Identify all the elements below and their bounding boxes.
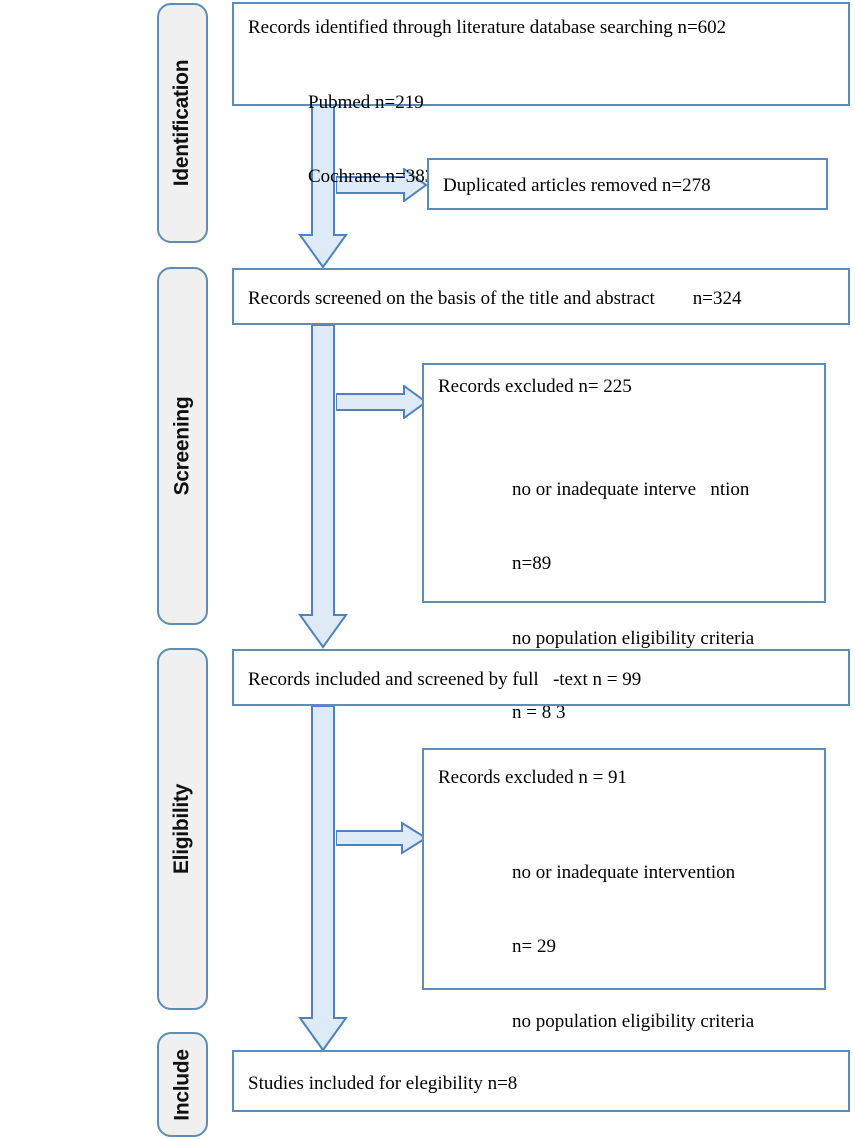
box-studies-included: Studies included for elegibility n=8 — [232, 1050, 850, 1112]
arrow-to-excluded-screening — [336, 385, 428, 419]
stage-label-include: Include — [157, 1032, 208, 1137]
arrow-fulltext-to-included — [298, 706, 348, 1052]
box-fulltext-screened: Records included and screened by full -t… — [232, 649, 850, 706]
box-excluded-screening-title: Records excluded n= 225 — [438, 376, 632, 397]
box-excluded-screening-line-2: n=89 — [512, 553, 552, 575]
box-studies-included-title: Studies included for elegibility n=8 — [248, 1073, 518, 1094]
box-duplicates-removed-title: Duplicated articles removed n=278 — [443, 175, 711, 196]
box-fulltext-screened-title: Records included and screened by full -t… — [248, 669, 642, 690]
box-excluded-eligibility-line-2: n= 29 — [512, 936, 556, 958]
arrow-to-duplicates-removed — [336, 168, 428, 202]
stage-label-screening-text: Screening — [170, 396, 194, 496]
box-records-identified: Records identified through literature da… — [232, 2, 850, 187]
box-duplicates-removed: Duplicated articles removed n=278 — [427, 158, 828, 210]
box-excluded-eligibility-title: Records excluded n = 91 — [438, 767, 628, 788]
stage-label-eligibility-text: Eligibility — [170, 783, 194, 875]
box-excluded-eligibility: Records excluded n = 91 no or inadequate… — [422, 748, 826, 1106]
box-records-screened-title: Records screened on the basis of the tit… — [248, 288, 742, 309]
box-records-identified-lines: Pubmed n=219 Cochrane n=383 — [308, 42, 434, 240]
box-records-identified-line-cochrane: Cochrane n=383 — [308, 166, 435, 188]
arrow-identified-to-screened — [298, 105, 348, 269]
stage-label-eligibility: Eligibility — [157, 648, 208, 1010]
box-excluded-eligibility-lines: no or inadequate intervention n= 29 no p… — [512, 812, 754, 1139]
box-excluded-eligibility-line-3: no population eligibility criteria — [512, 1010, 755, 1032]
arrow-to-excluded-eligibility — [336, 821, 428, 855]
stage-label-screening: Screening — [157, 267, 208, 625]
stage-label-identification-text: Identification — [170, 59, 194, 187]
stage-label-include-text: Include — [170, 1048, 194, 1121]
box-records-identified-title: Records identified through literature da… — [248, 17, 727, 38]
box-records-identified-line-pubmed: Pubmed n=219 — [308, 92, 424, 114]
box-records-screened: Records screened on the basis of the tit… — [232, 268, 850, 325]
box-excluded-screening-line-1: no or inadequate interve ntion — [512, 479, 750, 501]
arrow-screened-to-fulltext — [298, 325, 348, 649]
box-excluded-screening-line-3: no population eligibility criteria — [512, 627, 755, 649]
box-excluded-eligibility-line-1: no or inadequate intervention — [512, 862, 736, 884]
stage-label-identification: Identification — [157, 3, 208, 243]
box-excluded-screening: Records excluded n= 225 no or inadequate… — [422, 363, 826, 945]
box-excluded-screening-line-4: n = 8 3 — [512, 701, 566, 723]
